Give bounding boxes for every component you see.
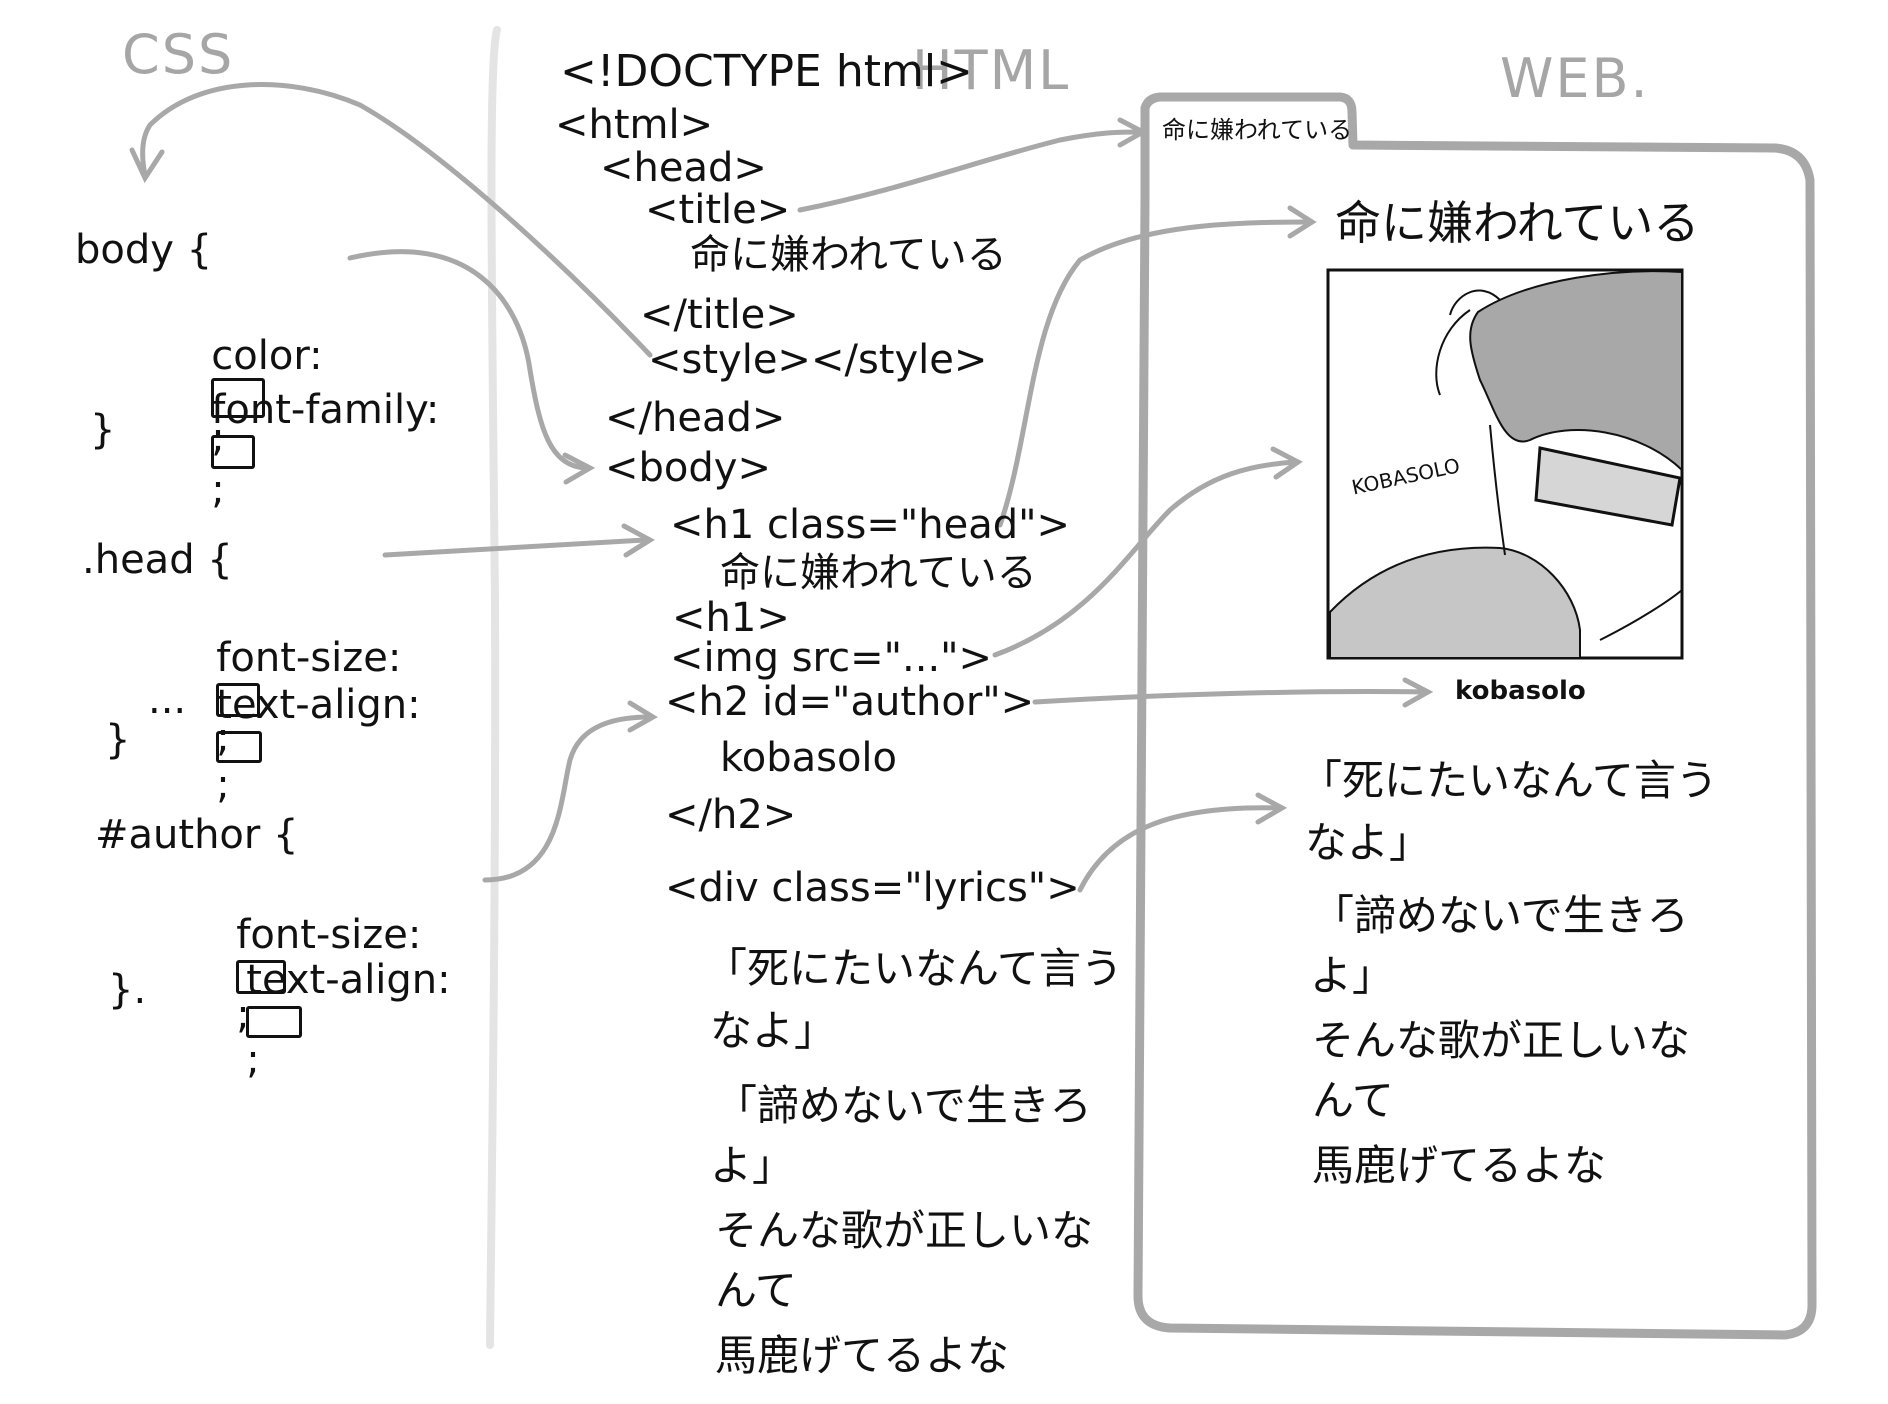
semicolon: ; [211, 415, 225, 461]
code-lyrics-line: 「死にたいなんて言う [705, 944, 1123, 993]
arrowhead-tab [1117, 117, 1149, 148]
illustration-image [1326, 268, 1684, 660]
property-name: font-family: [211, 387, 440, 433]
arrow-h2-to-author [1032, 689, 1428, 705]
semicolon: ; [216, 762, 230, 808]
code-lyrics-line: よ」 [710, 1141, 795, 1190]
arrowhead-body-tag [562, 452, 596, 485]
page-author: kobasolo [1455, 676, 1586, 706]
arrow-body-rule-to-body-tag [347, 249, 588, 471]
page-lyrics-line: そんな歌が正しいな [1312, 1016, 1691, 1065]
value-blank-box [246, 1006, 303, 1038]
semicolon: ; [211, 467, 225, 513]
css-property-text-align: text-align: ; [140, 645, 421, 845]
code-h1-text: 命に嫌われている [720, 550, 1037, 596]
arrowhead-h2 [627, 700, 658, 733]
arrow-lyrics-to-page [1077, 805, 1283, 893]
property-name: font-size: [236, 912, 422, 958]
arrow-style-to-css [140, 82, 653, 358]
code-lyrics-line: 「諦めないで生きろ [715, 1081, 1092, 1130]
code-div-open: <div class="lyrics"> [665, 865, 1080, 911]
arrow-head-rule-to-h1 [382, 537, 648, 558]
css-close-brace: } [90, 407, 116, 453]
arrowhead-heading [1287, 205, 1317, 239]
web-label: WEB. [1500, 47, 1650, 110]
code-h1-close: <h1> [672, 595, 790, 641]
arrowhead-style-to-css [129, 147, 165, 184]
css-selector-author: #author { [95, 812, 299, 858]
css-selector-head: .head { [82, 537, 233, 583]
semicolon: ; [216, 715, 230, 761]
page-lyrics-line: んて [1312, 1076, 1394, 1125]
semicolon: ; [246, 1037, 260, 1083]
hair-shape [1469, 270, 1683, 473]
css-property-font-family: font-family: ; [135, 350, 439, 550]
arrowhead-lyrics [1255, 792, 1288, 825]
css-close-brace: }. [108, 967, 147, 1013]
code-title-text: 命に嫌われている [690, 232, 1007, 278]
column-divider-line [486, 26, 501, 1349]
jaw-line [1599, 589, 1683, 641]
css-property-color: color: ; [135, 296, 323, 498]
hair-strands [1435, 289, 1501, 396]
neck-line [1489, 424, 1506, 556]
value-blank-box [211, 435, 256, 469]
arrowhead-image [1270, 446, 1303, 480]
arrow-img-to-image [992, 459, 1298, 658]
css-label: CSS [122, 23, 235, 86]
code-title-open: <title> [645, 187, 791, 233]
code-lyrics-line: そんな歌が正しいな [715, 1206, 1094, 1255]
value-blank-box [211, 378, 266, 418]
arrowhead-h1 [621, 523, 655, 558]
css-property-font-size: font-size: ; [140, 598, 401, 798]
code-lyrics-line: なよ」 [710, 1006, 837, 1055]
glasses-shape [1534, 446, 1682, 527]
code-h1-open: <h1 class="head"> [670, 502, 1071, 548]
code-doctype: <!DOCTYPE html> [560, 46, 973, 97]
css-close-brace: } [105, 717, 131, 763]
code-style: <style></style> [648, 337, 988, 383]
code-h2-close: </h2> [665, 792, 797, 838]
code-h2-text: kobasolo [720, 735, 898, 781]
css-ellipsis: ... [148, 677, 187, 723]
value-blank-box [236, 960, 287, 994]
css-property-text-align: text-align: ; [170, 920, 451, 1120]
value-blank-box [216, 683, 261, 717]
browser-frame [1133, 92, 1817, 1340]
page-lyrics-line: 馬鹿げてるよな [1312, 1141, 1607, 1190]
browser-tab-title[interactable]: 命に嫌われている [1162, 116, 1353, 144]
code-lyrics-line: んて [715, 1266, 797, 1315]
property-name: color: [211, 333, 323, 379]
property-name: text-align: [216, 682, 421, 728]
value-blank-box [216, 731, 263, 763]
code-lyrics-line: 馬鹿げてるよな [715, 1331, 1010, 1380]
code-img: <img src="..."> [670, 635, 993, 681]
arrow-h1-to-heading [997, 219, 1313, 528]
page-heading: 命に嫌われている [1335, 196, 1700, 250]
arrow-author-rule-to-h2 [482, 714, 653, 883]
html-label: HTML [912, 39, 1071, 102]
page-lyrics-line: よ」 [1310, 951, 1395, 1000]
property-name: text-align: [246, 957, 451, 1003]
code-html-open: <html> [555, 102, 714, 148]
shoulder-shape [1329, 546, 1581, 659]
property-name: font-size: [216, 635, 402, 681]
page-lyrics-line: 「諦めないで生きろ [1312, 891, 1689, 940]
page-lyrics-line: 「死にたいなんて言う [1300, 756, 1718, 805]
arrowhead-author [1402, 677, 1434, 708]
code-head-open: <head> [600, 145, 767, 191]
code-h2-open: <h2 id="author"> [665, 679, 1035, 725]
css-property-font-size: font-size: ; [160, 875, 421, 1075]
code-head-close: </head> [605, 395, 786, 441]
code-title-close: </title> [640, 292, 799, 338]
code-body-open: <body> [605, 445, 771, 491]
arrow-title-to-tab [797, 129, 1143, 213]
css-selector-body: body { [75, 227, 213, 273]
page-lyrics-line: なよ」 [1305, 818, 1432, 867]
